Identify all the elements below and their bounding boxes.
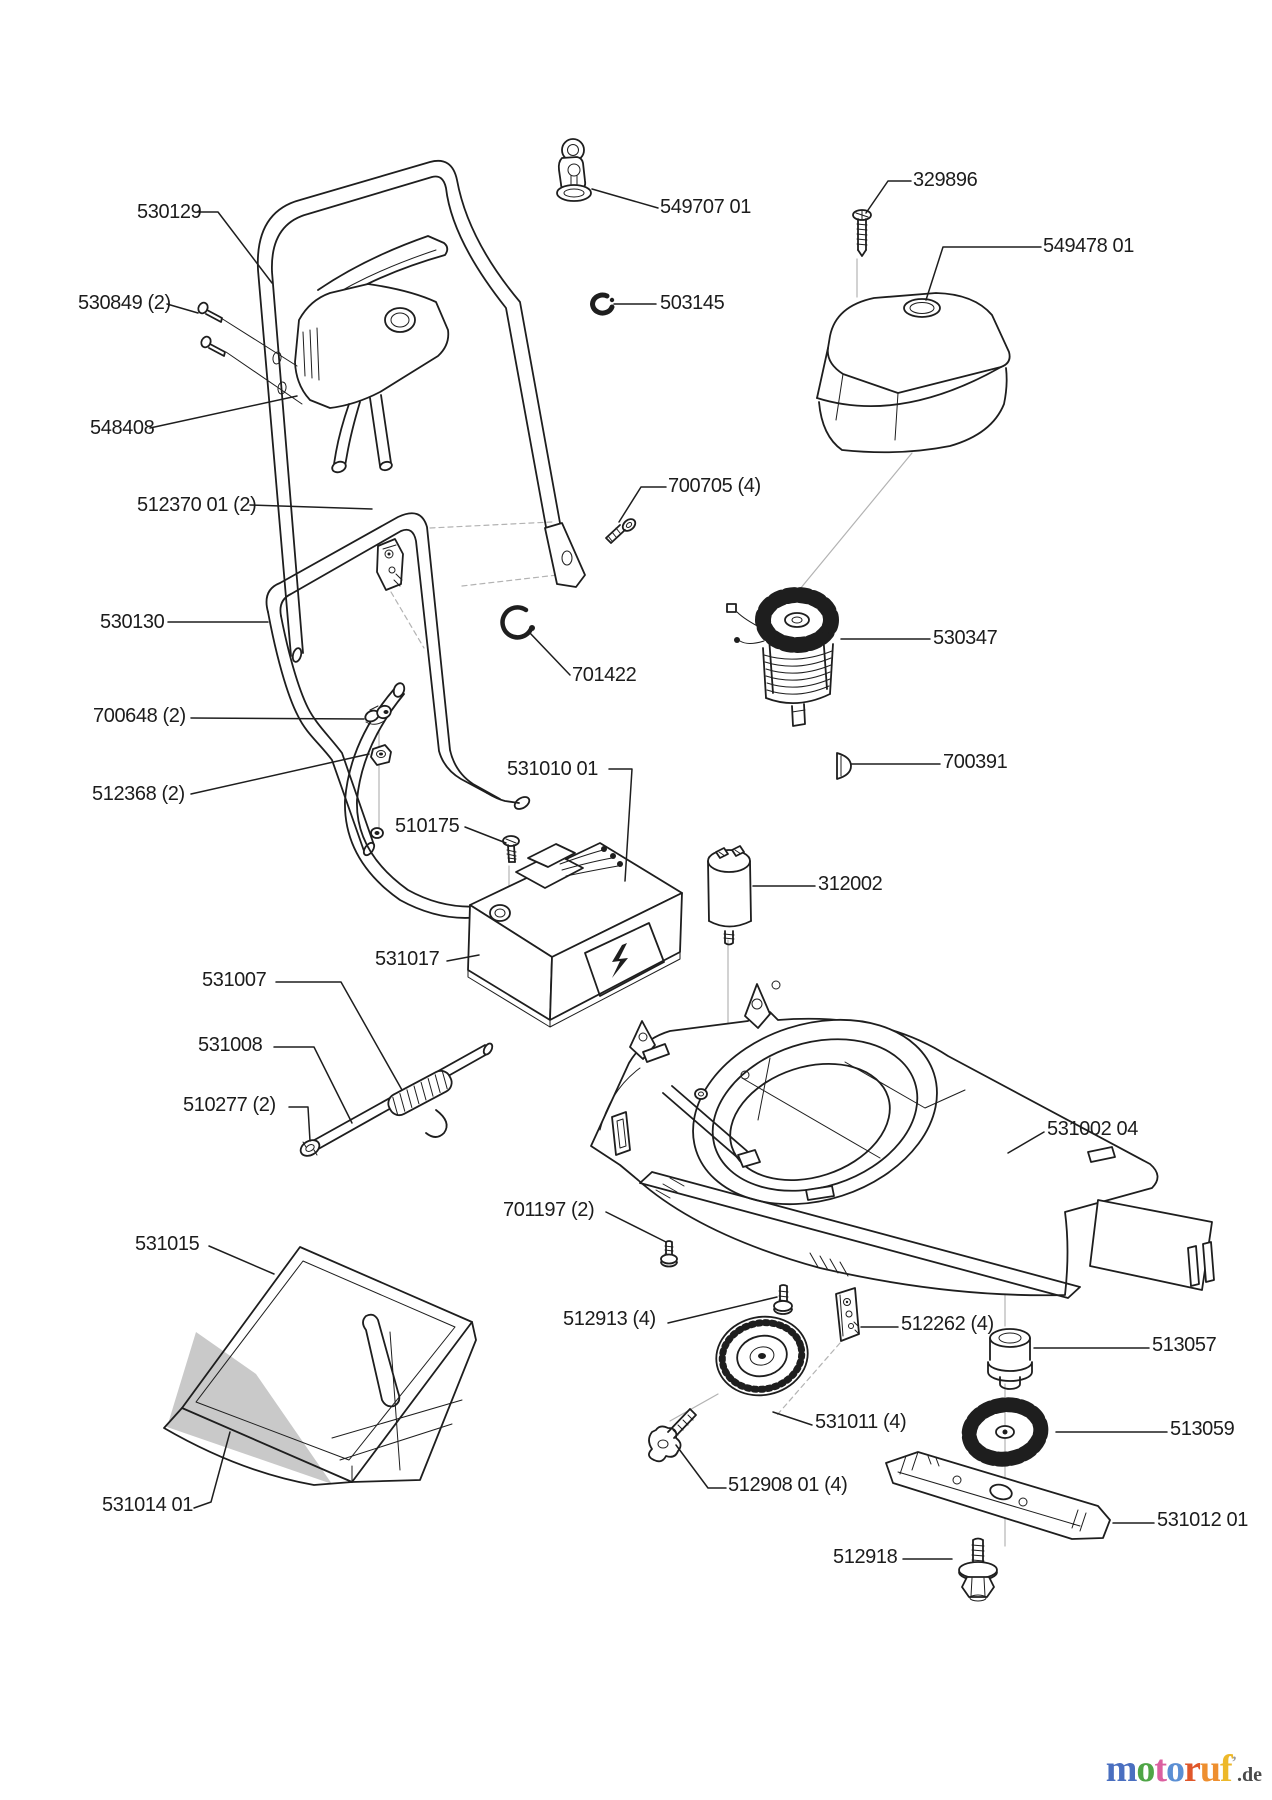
part-screws-530849: [197, 301, 303, 405]
part-label-513059: 513059: [1170, 1418, 1235, 1440]
watermark-letter: o: [1136, 1748, 1155, 1790]
part-clamp-700648: [364, 704, 392, 725]
part-label-530130: 530130: [100, 611, 165, 633]
watermark-suffix: .de: [1237, 1764, 1262, 1786]
part-clip-549707: [556, 138, 592, 202]
part-label-530129: 530129: [137, 201, 202, 223]
watermark-letter: r: [1184, 1748, 1201, 1790]
part-cable-bracket: [376, 538, 404, 591]
part-label-531014: 531014 01: [102, 1494, 193, 1516]
leader-lines: [149, 180, 1168, 1560]
part-upper-handle: [256, 159, 586, 663]
part-screw-512913: [773, 1284, 793, 1315]
part-screw-700705: [605, 518, 637, 544]
part-capacitor: [707, 845, 752, 946]
part-label-512368: 512368 (2): [92, 783, 185, 805]
part-label-531017: 531017: [375, 948, 440, 970]
part-label-512262: 512262 (4): [901, 1313, 994, 1335]
part-lower-handle: [265, 512, 531, 857]
part-motor-cover: [816, 292, 1011, 454]
part-axle-512908: [648, 1408, 697, 1463]
part-label-312002: 312002: [818, 873, 883, 895]
part-label-510175: 510175: [395, 815, 460, 837]
part-label-512908: 512908 01 (4): [728, 1474, 848, 1496]
part-screw-701197: [660, 1240, 678, 1268]
part-label-531015: 531015: [135, 1233, 200, 1255]
part-label-531010: 531010 01: [507, 758, 598, 780]
part-key-700391: [836, 752, 852, 780]
part-label-549478: 549478 01: [1043, 235, 1134, 257]
part-screw-329896: [852, 209, 872, 257]
part-label-701422: 701422: [572, 664, 637, 686]
part-label-530347: 530347: [933, 627, 998, 649]
part-label-531012: 531012 01: [1157, 1509, 1248, 1531]
part-screw-510175: [502, 835, 520, 863]
part-label-531007: 531007: [202, 969, 267, 991]
part-deck: [590, 980, 1215, 1299]
part-label-700648: 700648 (2): [93, 705, 186, 727]
part-blade: [885, 1451, 1111, 1540]
part-label-700705: 700705 (4): [668, 475, 761, 497]
watermark-letter: u: [1199, 1748, 1221, 1790]
part-label-503145: 503145: [660, 292, 725, 314]
part-cclip-701422: [500, 605, 535, 640]
part-fan-513059: [961, 1397, 1049, 1467]
watermark-tick: ’: [1231, 1754, 1237, 1771]
part-label-512370: 512370 01 (2): [137, 494, 257, 516]
watermark-letter: t: [1154, 1748, 1167, 1790]
part-label-531002: 531002 04: [1047, 1118, 1138, 1140]
part-label-329896: 329896: [913, 169, 978, 191]
watermark-letter: o: [1166, 1748, 1185, 1790]
part-label-700391: 700391: [943, 751, 1008, 773]
part-bolt-512918: [958, 1537, 998, 1602]
part-cable: [344, 682, 485, 919]
watermark-logo: motoruf’.de: [1106, 1744, 1262, 1794]
part-label-549707: 549707 01: [660, 196, 751, 218]
watermark-letter: m: [1105, 1748, 1138, 1790]
part-cclip-503145: [590, 292, 615, 316]
part-label-510277: 510277 (2): [183, 1094, 276, 1116]
part-grommet-512368: [370, 744, 392, 766]
part-label-531008: 531008: [198, 1034, 263, 1056]
part-rod-assembly: [299, 1042, 494, 1157]
part-label-512913: 512913 (4): [563, 1308, 656, 1330]
part-label-548408: 548408: [90, 417, 155, 439]
part-grass-catcher: [163, 1246, 477, 1486]
part-label-512918: 512918: [833, 1546, 898, 1568]
part-switch-housing: [294, 235, 450, 474]
part-wheel: [715, 1315, 809, 1397]
part-switch-box: [467, 842, 683, 1028]
part-bracket-512262: [835, 1287, 860, 1342]
part-label-531011: 531011 (4): [815, 1411, 907, 1433]
part-label-701197: 701197 (2): [503, 1199, 595, 1221]
part-motor: [726, 587, 839, 727]
part-label-513057: 513057: [1152, 1334, 1217, 1356]
part-adapter-513057: [987, 1328, 1033, 1390]
part-label-530849: 530849 (2): [78, 292, 171, 314]
watermark-letter: f: [1220, 1748, 1233, 1790]
